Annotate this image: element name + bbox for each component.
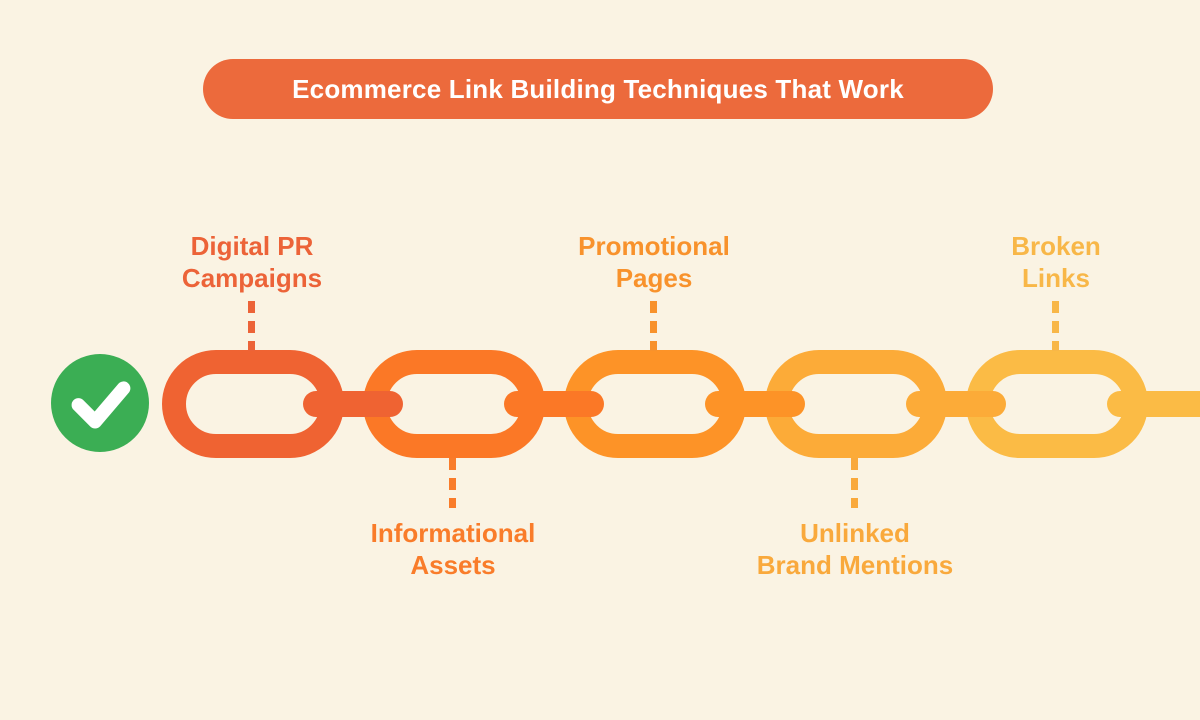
chain-connector — [705, 391, 805, 417]
dashed-leader-line — [248, 301, 255, 351]
chain-connector — [303, 391, 403, 417]
label-line: Links — [1022, 263, 1090, 293]
header-banner: Ecommerce Link Building Techniques That … — [203, 59, 993, 119]
dashed-leader-line — [1052, 301, 1059, 351]
check-stroke — [71, 381, 131, 429]
label-line: Digital PR — [190, 231, 314, 261]
label-line: Unlinked — [800, 518, 910, 548]
link-label-promotional-pages: Promotional Pages — [514, 230, 794, 294]
chain-connector — [504, 391, 604, 417]
label-line: Informational — [370, 518, 536, 548]
dashed-leader-line — [851, 458, 858, 508]
link-label-broken-links: Broken Links — [916, 230, 1196, 294]
label-line: Pages — [615, 263, 693, 293]
checkmark-icon — [51, 354, 149, 452]
chain-connector — [906, 391, 1006, 417]
link-label-unlinked-mentions: Unlinked Brand Mentions — [715, 517, 995, 581]
link-label-informational-assets: Informational Assets — [313, 517, 593, 581]
label-line: Brand Mentions — [756, 550, 954, 580]
page-title: Ecommerce Link Building Techniques That … — [292, 73, 904, 104]
label-line: Broken — [1011, 231, 1101, 261]
check-circle — [51, 354, 149, 452]
checkmark-svg — [51, 354, 149, 452]
label-line: Promotional — [578, 231, 730, 261]
label-line: Assets — [410, 550, 496, 580]
chain-tail-bar — [1107, 391, 1200, 417]
dashed-leader-line — [449, 458, 456, 508]
label-line: Campaigns — [181, 263, 323, 293]
link-label-digital-pr: Digital PR Campaigns — [112, 230, 392, 294]
dashed-leader-line — [650, 301, 657, 351]
